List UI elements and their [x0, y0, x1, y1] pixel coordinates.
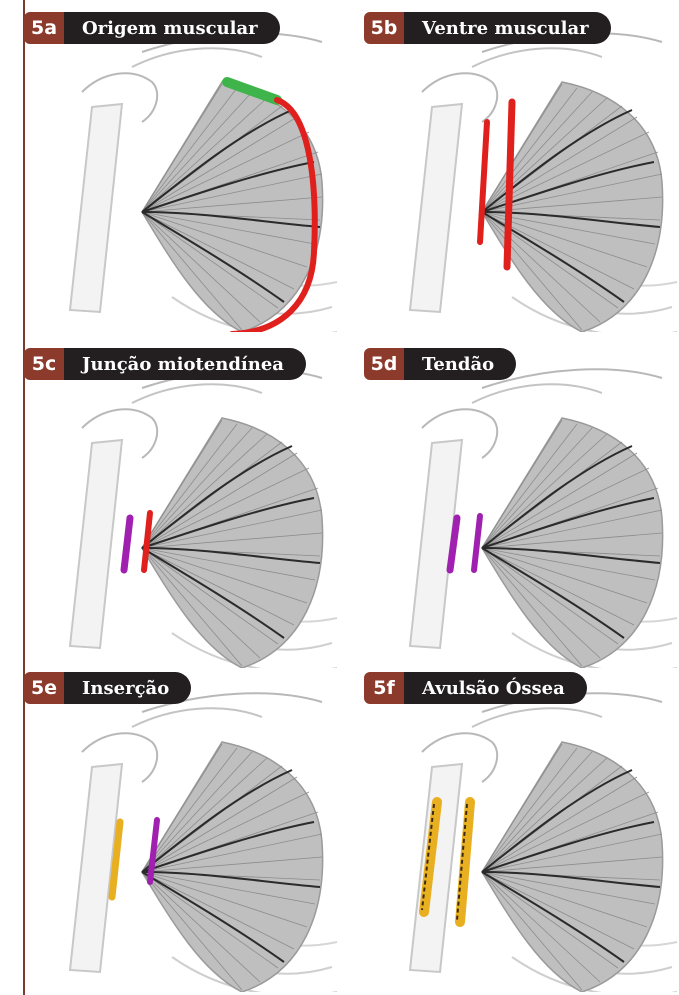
- belly-tear-left: [480, 122, 487, 242]
- panel-title: Inserção: [64, 672, 191, 704]
- panel-number-badge: 5a: [24, 12, 64, 44]
- panel-number-badge: 5c: [24, 348, 64, 380]
- belly-tear-right: [507, 102, 512, 267]
- panel-number-badge: 5b: [364, 12, 404, 44]
- junction-tear-highlight: [144, 513, 150, 570]
- panel-title: Junção miotendínea: [64, 348, 306, 380]
- panel-label-5d: 5d Tendão: [364, 348, 516, 380]
- panel-5a: 5a Origem muscular: [22, 12, 342, 332]
- tendon-highlight-right: [474, 516, 480, 570]
- panel-number-badge: 5e: [24, 672, 64, 704]
- panel-5c: 5c Junção miotendínea: [22, 348, 342, 668]
- panel-title: Tendão: [404, 348, 516, 380]
- panel-5f: 5f Avulsão Óssea: [362, 672, 679, 992]
- muscle-illustration-5f: [362, 672, 679, 992]
- tendon-highlight: [124, 518, 130, 570]
- panel-label-5f: 5f Avulsão Óssea: [364, 672, 587, 704]
- panel-label-5b: 5b Ventre muscular: [364, 12, 611, 44]
- panel-5e: 5e Inserção: [22, 672, 342, 992]
- panel-number-badge: 5f: [364, 672, 404, 704]
- panel-5b: 5b Ventre muscular: [362, 12, 679, 332]
- panel-5d: 5d Tendão: [362, 348, 679, 668]
- panel-label-5c: 5c Junção miotendínea: [24, 348, 306, 380]
- panel-label-5a: 5a Origem muscular: [24, 12, 280, 44]
- panel-number-badge: 5d: [364, 348, 404, 380]
- panel-title: Ventre muscular: [404, 12, 611, 44]
- panel-title: Avulsão Óssea: [404, 672, 587, 704]
- muscle-illustration-5c: [22, 348, 342, 668]
- muscle-illustration-5a: [22, 12, 342, 332]
- muscle-illustration-5d: [362, 348, 679, 668]
- panel-label-5e: 5e Inserção: [24, 672, 191, 704]
- panel-title: Origem muscular: [64, 12, 280, 44]
- muscle-illustration-5b: [362, 12, 679, 332]
- muscle-illustration-5e: [22, 672, 342, 992]
